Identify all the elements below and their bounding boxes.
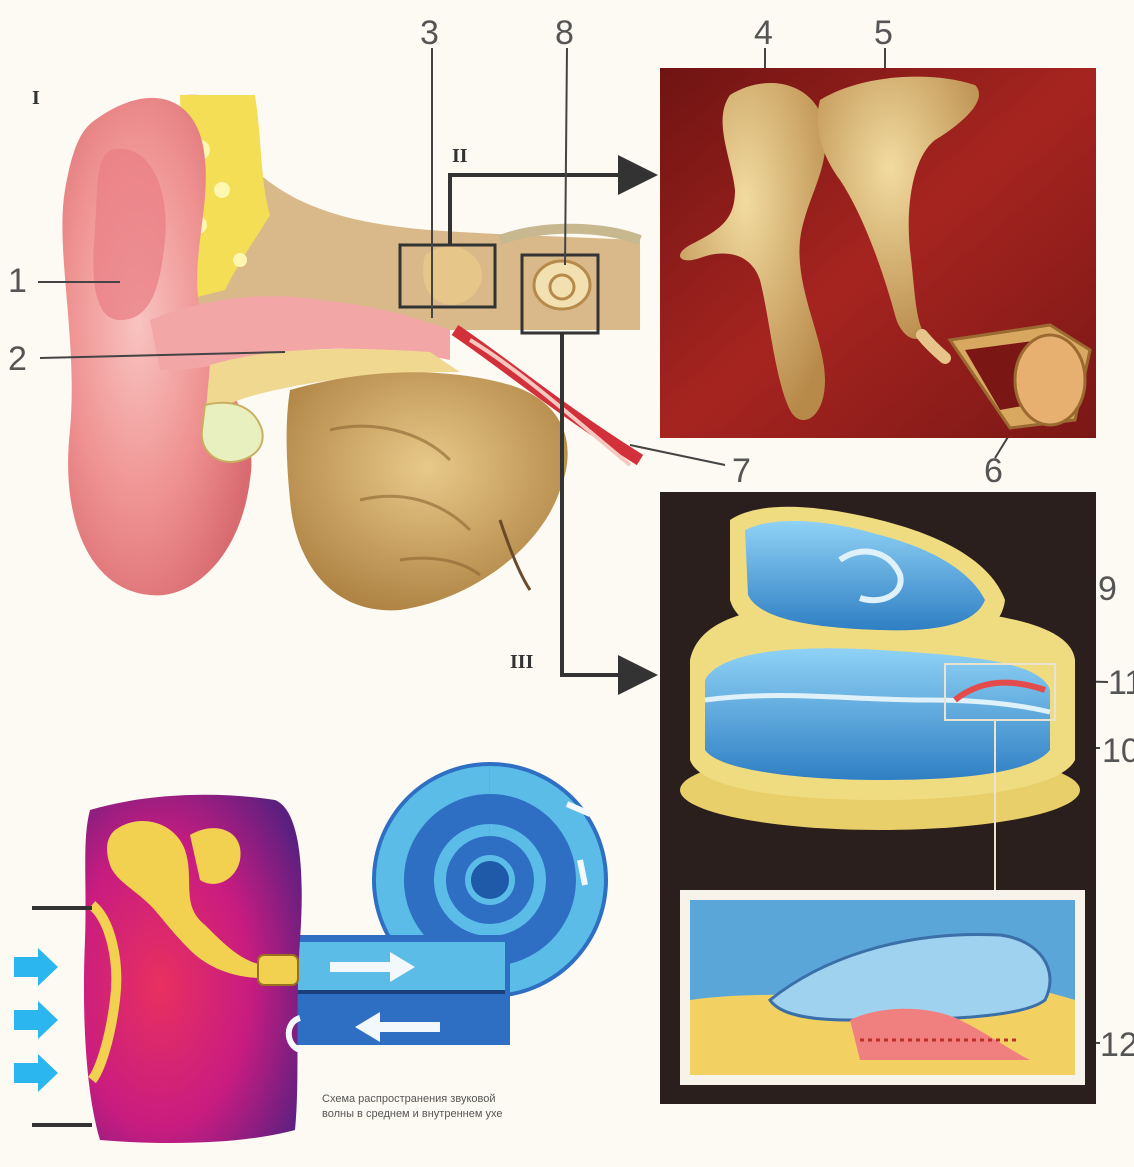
outer-ear-illustration: II III (62, 95, 650, 675)
label-9: 9 (1098, 570, 1117, 608)
scheme-caption-line-1: Схема распространения звуковой (322, 1093, 495, 1105)
label-3: 3 (420, 14, 439, 52)
cyan-arrow-icon (14, 1001, 58, 1039)
section-mark-iii: III (510, 651, 534, 673)
petrous-bone (287, 372, 568, 610)
scheme-caption-line-2: волны в среднем и внутреннем ухе (322, 1108, 502, 1120)
section-mark-ii: II (452, 145, 468, 167)
connector-iii (562, 333, 650, 675)
cyan-arrow-icon (14, 1054, 58, 1092)
label-11: 11 (1108, 664, 1134, 702)
cochlea-panel (660, 492, 1096, 1104)
cochlea-miniature (534, 261, 590, 309)
stapes-window (258, 955, 298, 985)
label-7: 7 (732, 452, 751, 490)
label-6: 6 (984, 452, 1003, 490)
label-5: 5 (874, 14, 893, 52)
section-mark-i: I (32, 87, 40, 109)
label-12: 12 (1100, 1026, 1134, 1064)
label-1: 1 (8, 262, 27, 300)
label-8: 8 (555, 14, 574, 52)
ossicles-panel (660, 68, 1096, 438)
cyan-arrow-icon (14, 948, 58, 986)
label-10: 10 (1102, 732, 1134, 770)
label-2: 2 (8, 340, 27, 378)
label-4: 4 (754, 14, 773, 52)
sound-propagation-scheme (14, 762, 608, 1143)
